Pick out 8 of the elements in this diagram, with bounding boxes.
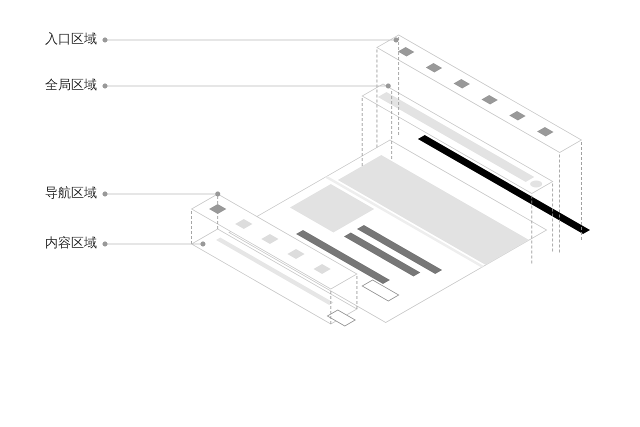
leader-line [102,38,399,42]
callout-label: 内容区域 [45,236,97,252]
leader-line [102,192,220,196]
leader-line [102,84,391,88]
callout-label: 全局区域 [45,78,97,94]
callout-label: 导航区域 [45,186,97,202]
callout-label: 入口区域 [45,32,97,48]
leader-line [102,242,206,246]
